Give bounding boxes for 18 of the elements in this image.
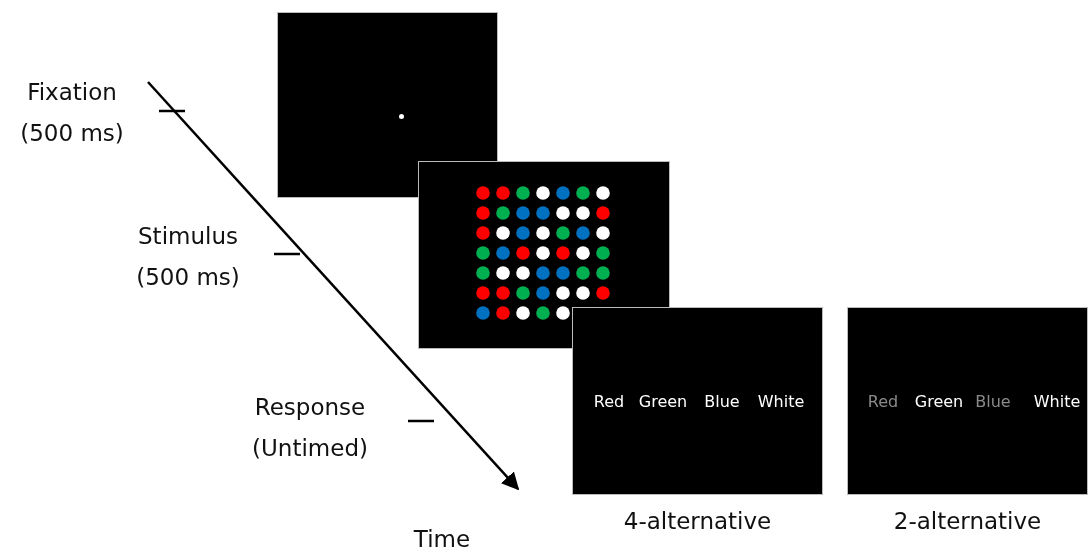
option-label: Red (867, 392, 899, 411)
phase-label: Stimulus (500 ms) (135, 222, 241, 292)
option-label: White (757, 392, 805, 411)
phase-label: Fixation (500 ms) (19, 78, 125, 148)
option-label: Green (638, 392, 688, 411)
condition-caption: 4-alternative (623, 508, 772, 534)
option-label: Red (593, 392, 625, 411)
axis-label: Time (413, 525, 471, 552)
phase-label: Response (Untimed) (251, 393, 369, 463)
response-screen (847, 307, 1088, 495)
option-label: Blue (975, 392, 1011, 411)
stimulus-screen (418, 161, 670, 349)
option-label: Green (914, 392, 964, 411)
option-label: Blue (704, 392, 740, 411)
response-screen (572, 307, 823, 495)
option-label: White (1033, 392, 1081, 411)
condition-caption: 2-alternative (893, 508, 1042, 534)
fixation-screen (277, 12, 498, 198)
